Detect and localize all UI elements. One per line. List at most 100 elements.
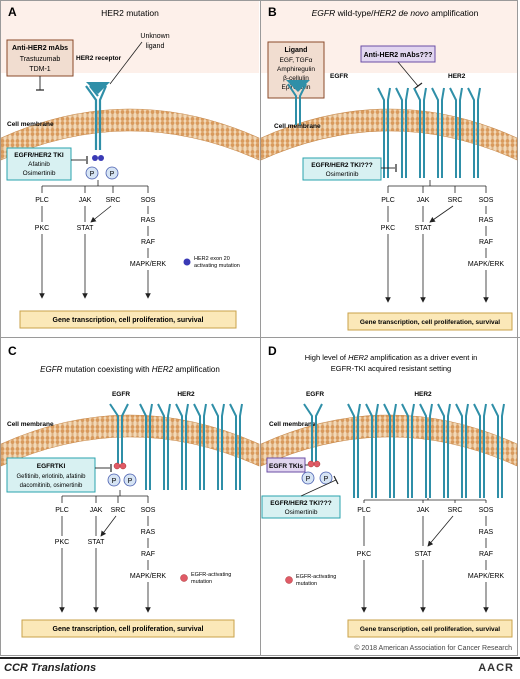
egfr-her2-tki-box: EGFR/HER2 TKI Afatinib Osimertinib bbox=[6, 147, 72, 181]
aacr-logo: AACR bbox=[478, 662, 514, 674]
pathway-node: PKC bbox=[357, 551, 371, 558]
panel-c: C EGFR mutation coexisting with HER2 amp… bbox=[0, 344, 260, 638]
pathway-node: JAK bbox=[90, 507, 103, 514]
membrane-label: Cell membrane bbox=[269, 421, 316, 428]
mutation-dot bbox=[92, 155, 98, 161]
panel-letter: C bbox=[8, 344, 17, 358]
her2-label: HER2 bbox=[177, 391, 195, 398]
pathway-node: SRC bbox=[106, 197, 121, 204]
panel-title-line2: EGFR-TKI acquired resistant setting bbox=[331, 364, 451, 373]
figure-frame bbox=[0, 0, 518, 656]
svg-text:EGFR/HER2 TKI???: EGFR/HER2 TKI??? bbox=[270, 500, 331, 507]
phospho-site bbox=[301, 471, 315, 485]
outcome-text: Gene transcription, cell proliferation, … bbox=[360, 319, 500, 326]
svg-text:P: P bbox=[324, 476, 329, 483]
her2-receptor-cluster bbox=[377, 87, 481, 178]
membrane-label: Cell membrane bbox=[7, 121, 54, 128]
svg-text:dacomitinib, osimertinib: dacomitinib, osimertinib bbox=[20, 483, 83, 489]
svg-text:P: P bbox=[128, 478, 133, 485]
pathway-node: SRC bbox=[111, 507, 126, 514]
outcome-text: Gene transcription, cell proliferation, … bbox=[53, 626, 204, 633]
mutation-dot bbox=[307, 460, 315, 468]
pathway-connectors bbox=[41, 180, 149, 193]
pathway-node: MAPK/ERK bbox=[468, 261, 505, 268]
legend-text: mutation bbox=[296, 581, 317, 587]
svg-text:Osimertinib: Osimertinib bbox=[326, 171, 359, 178]
phospho-site bbox=[319, 471, 333, 485]
legend-dot bbox=[285, 576, 293, 584]
cell-membrane bbox=[0, 108, 260, 161]
egfr-her2-tki-box: EGFR/HER2 TKI??? Osimertinib bbox=[302, 157, 382, 181]
svg-text:Anti-HER2 mAbs???: Anti-HER2 mAbs??? bbox=[364, 52, 433, 59]
panel-letter: A bbox=[8, 5, 17, 19]
drug-box-title: Anti-HER2 mAbs bbox=[12, 45, 68, 52]
outcome-box bbox=[347, 312, 513, 331]
pathway-connectors bbox=[61, 490, 149, 503]
pathway-node: STAT bbox=[77, 225, 95, 232]
drug-box-line: Trastuzumab bbox=[20, 56, 61, 63]
cell-membrane bbox=[0, 414, 260, 467]
outcome-box bbox=[347, 619, 513, 638]
her2-receptor-cluster bbox=[347, 403, 505, 498]
legend-text: mutation bbox=[191, 579, 212, 585]
legend-text: EGFR-activating bbox=[191, 572, 231, 578]
drug-box-line: TDM-1 bbox=[29, 66, 50, 73]
pathway-node: RAF bbox=[141, 239, 155, 246]
svg-text:EGFR/HER2 TKI???: EGFR/HER2 TKI??? bbox=[311, 162, 372, 169]
pathway-node: RAF bbox=[479, 551, 493, 558]
ligand-label: ligand bbox=[146, 43, 165, 50]
svg-text:β-cellulin: β-cellulin bbox=[283, 75, 309, 82]
pathway-node: JAK bbox=[417, 507, 430, 514]
mutation-dot bbox=[113, 462, 121, 470]
pathway-node: SRC bbox=[448, 507, 463, 514]
pathway-node: RAS bbox=[141, 217, 156, 224]
mab-box-purple: Anti-HER2 mAbs??? bbox=[360, 45, 436, 63]
svg-text:P: P bbox=[112, 478, 117, 485]
pathway-node: MAPK/ERK bbox=[130, 573, 167, 580]
egfr-label: EGFR bbox=[112, 391, 130, 398]
tki-box-line: Osimertinib bbox=[23, 170, 56, 177]
panel-letter: B bbox=[268, 5, 277, 19]
pathway-node: SOS bbox=[141, 507, 156, 514]
legend-text: activating mutation bbox=[194, 263, 240, 269]
pathway-node: RAF bbox=[479, 239, 493, 246]
outcome-box bbox=[21, 619, 235, 638]
pathway-node: PLC bbox=[381, 197, 395, 204]
pathway-node: MAPK/ERK bbox=[468, 573, 505, 580]
her2-label: HER2 bbox=[414, 391, 432, 398]
copyright-notice: © 2018 American Association for Cancer R… bbox=[354, 645, 512, 652]
cell-membrane bbox=[260, 414, 518, 467]
anti-her2-mab-box: Anti-HER2 mAbs Trastuzumab TDM-1 bbox=[6, 39, 74, 77]
tki-box-title: EGFR/HER2 TKI bbox=[14, 152, 64, 159]
pathway-node: PKC bbox=[35, 225, 49, 232]
egfr-receptor bbox=[303, 403, 323, 466]
journal-footer: CCR Translations AACR bbox=[0, 657, 520, 679]
outcome-box bbox=[19, 310, 237, 329]
legend-dot bbox=[180, 574, 188, 582]
pathway-connectors bbox=[363, 498, 487, 503]
svg-text:Osimertinib: Osimertinib bbox=[285, 509, 318, 516]
svg-text:EGFRTKI: EGFRTKI bbox=[37, 463, 66, 470]
pathway-node: RAS bbox=[479, 529, 494, 536]
pathway-node: RAS bbox=[479, 217, 494, 224]
egfr-tki-box: EGFRTKI Gefitinib, erlotinib, afatinib d… bbox=[6, 457, 96, 493]
pathway-node: JAK bbox=[417, 197, 430, 204]
pathway-node: PKC bbox=[55, 539, 69, 546]
pathway-node: RAF bbox=[141, 551, 155, 558]
mutation-dot bbox=[98, 155, 104, 161]
mutation-dot bbox=[119, 462, 127, 470]
egfr-receptor bbox=[109, 403, 129, 466]
pathway-node: RAS bbox=[141, 529, 156, 536]
pathway-node: JAK bbox=[79, 197, 92, 204]
panel-title: EGFR wild-type/HER2 de novo amplificatio… bbox=[312, 8, 479, 18]
phospho-label: P bbox=[90, 171, 95, 178]
svg-text:Gefitinib, erlotinib, afatinib: Gefitinib, erlotinib, afatinib bbox=[16, 474, 86, 480]
panel-divider-vertical bbox=[260, 0, 261, 656]
panel-a: A HER2 mutation Anti-HER2 mAbs Trastuzum… bbox=[0, 1, 260, 329]
egfr-her2-tki-box: EGFR/HER2 TKI??? Osimertinib bbox=[261, 495, 341, 519]
panel-b: B EGFR wild-type/HER2 de novo amplificat… bbox=[260, 1, 518, 331]
panel-title: EGFR mutation coexisting with HER2 ampli… bbox=[40, 365, 220, 374]
pathway-node: SRC bbox=[448, 197, 463, 204]
her2-label: HER2 bbox=[448, 73, 466, 80]
legend-dot bbox=[183, 258, 191, 266]
